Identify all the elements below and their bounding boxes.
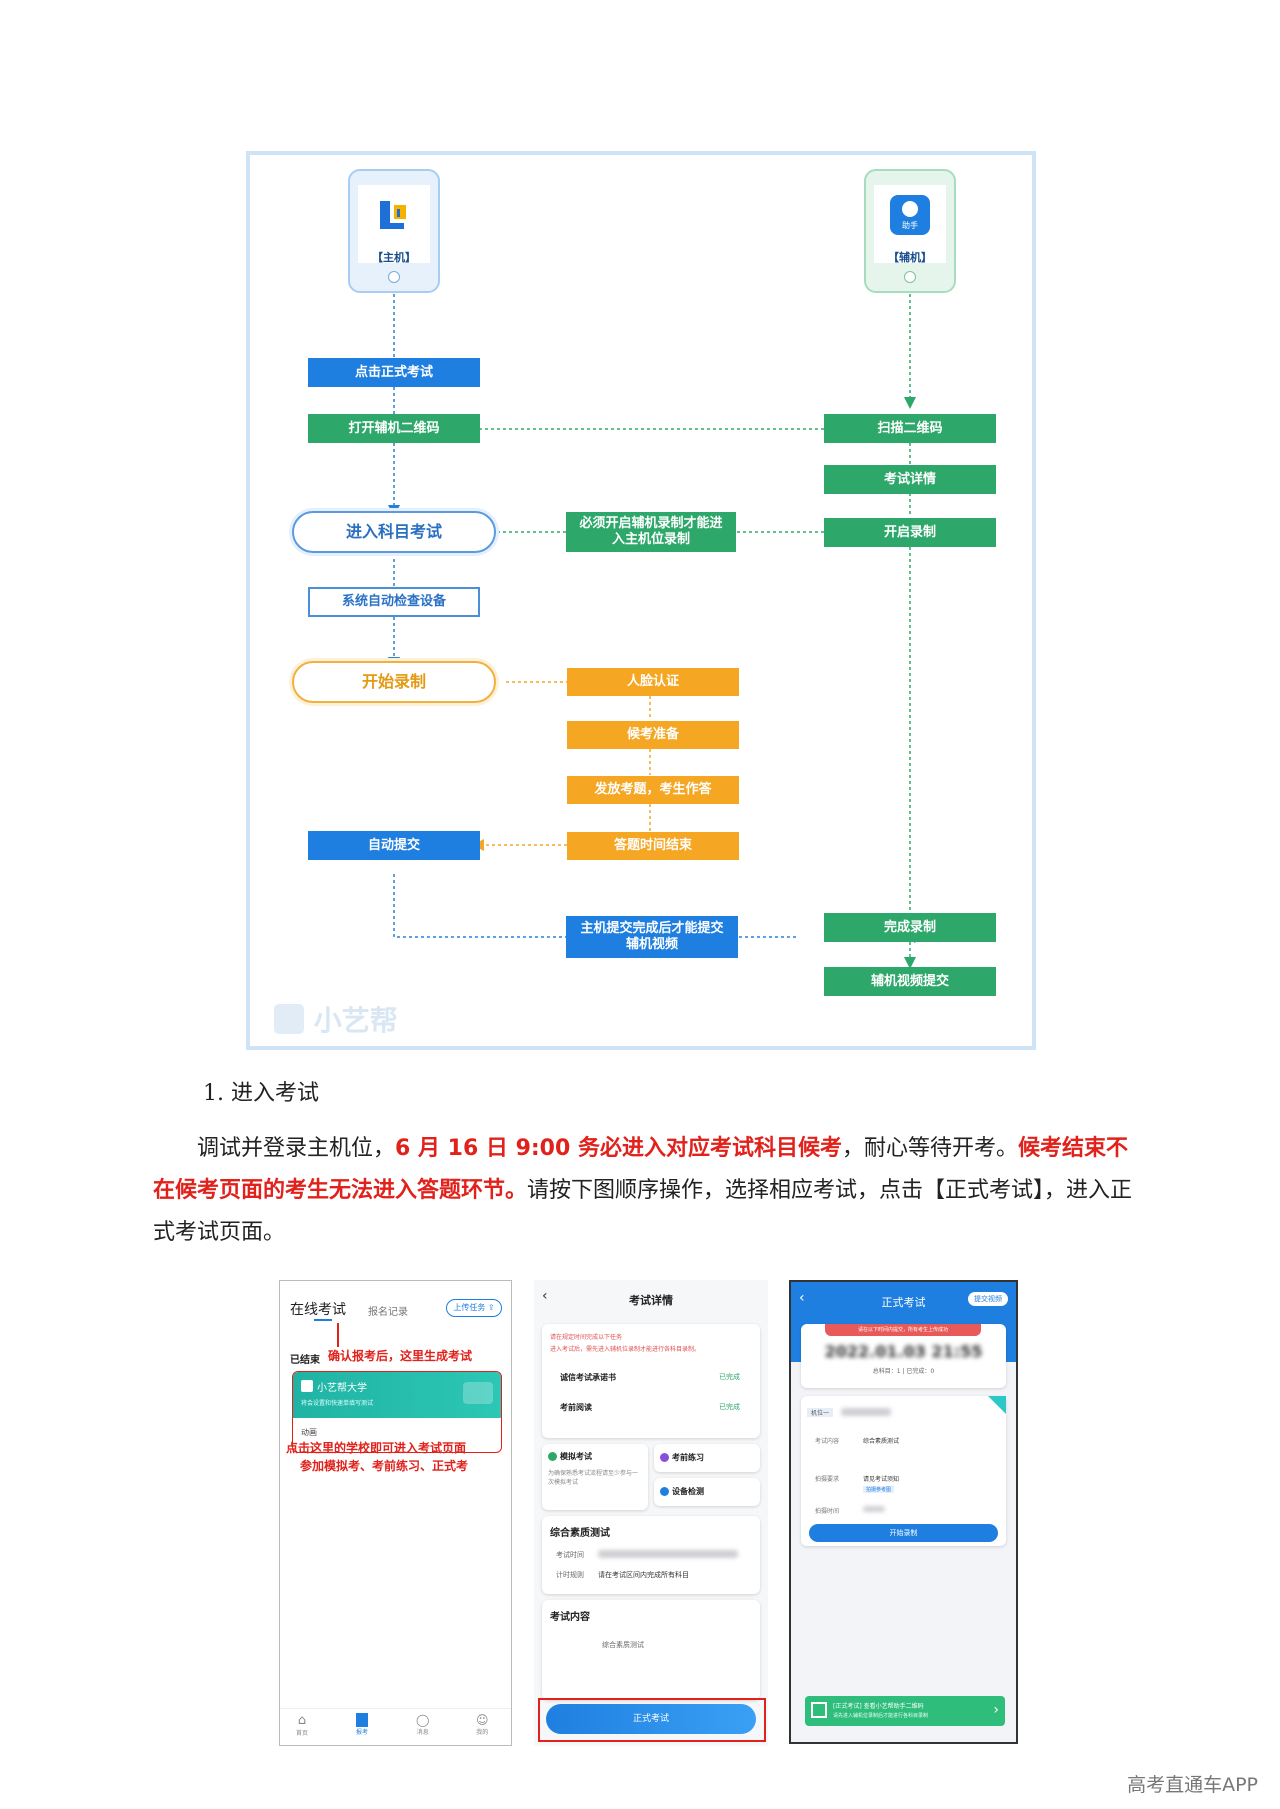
step-scan-qr: 扫描二维码 xyxy=(824,414,996,443)
task-reading[interactable]: 考前阅读 xyxy=(560,1403,592,1412)
watermark-logo: 小艺帮 xyxy=(274,999,398,1039)
annotation-arrow xyxy=(337,1323,339,1347)
school-card[interactable]: 小艺帮大学 将会设置和快速单填写测试 动画 xyxy=(292,1371,502,1453)
nav-mine[interactable]: ☺我的 xyxy=(476,1713,489,1736)
start-recording-button[interactable]: 开始录制 xyxy=(809,1524,998,1542)
note-must-record: 必须开启辅机录制才能进入主机位录制 xyxy=(566,512,736,552)
device-icon xyxy=(660,1487,669,1496)
back-icon[interactable]: ‹ xyxy=(542,1288,548,1304)
step-aux-submit: 辅机视频提交 xyxy=(824,967,996,996)
aux-phone-icon: 助手 【辅机】 xyxy=(864,169,956,293)
profile-icon: ☺ xyxy=(476,1713,489,1727)
task-honesty-status: 已完成 xyxy=(719,1373,740,1381)
formal-title: 正式考试 xyxy=(881,1296,926,1309)
school-name: 小艺帮大学 xyxy=(317,1383,367,1394)
step-time-end: 答题时间结束 xyxy=(567,832,739,860)
host-label: 【主机】 xyxy=(372,251,416,264)
task-reading-status: 已完成 xyxy=(719,1403,740,1411)
step-click-exam: 点击正式考试 xyxy=(308,358,480,387)
xiaoyibang-app-icon xyxy=(374,195,414,235)
mock-exam-card[interactable]: 模拟考试 为确保熟悉考试流程请至少参与一次模拟考试 xyxy=(542,1444,648,1510)
back-icon[interactable]: ‹ xyxy=(799,1290,805,1306)
device-check-card[interactable]: 设备检测 xyxy=(654,1478,760,1506)
task-honesty[interactable]: 诚信考试承诺书 xyxy=(560,1373,616,1382)
school-logo-icon xyxy=(301,1380,313,1392)
step-auto-submit: 自动提交 xyxy=(308,831,480,860)
aux-label: 【辅机】 xyxy=(888,251,932,264)
submit-video-button[interactable]: 提交视频 xyxy=(968,1292,1008,1306)
blurred-deadline: 2022.01.03 21:55 xyxy=(824,1342,983,1361)
annotation-generate-exam: 确认报考后，这里生成考试 xyxy=(328,1349,473,1363)
screenshot-exam-detail: ‹ 考试详情 请在规定时间完成以下任务 进入考试后，需先进入辅机位录制才能进行各… xyxy=(534,1280,768,1746)
corner-badge xyxy=(988,1396,1006,1414)
nav-exam[interactable]: 报考 xyxy=(356,1713,368,1736)
nav-home[interactable]: ⌂首页 xyxy=(296,1713,309,1737)
qr-banner[interactable]: [正式考试] 查看小艺帮助手二维码 请先进入辅机位录制后才能进行各科目录制 › xyxy=(805,1696,1005,1726)
chevron-right-icon: › xyxy=(993,1702,999,1718)
mock-icon xyxy=(548,1452,557,1461)
tab-online-exam[interactable]: 在线考试 xyxy=(290,1302,346,1318)
qr-icon xyxy=(811,1702,827,1718)
step-finish-recording: 完成录制 xyxy=(824,913,996,942)
step-open-recording: 开启录制 xyxy=(824,518,996,547)
bottom-nav: ⌂首页 报考 ◯消息 ☺我的 xyxy=(280,1708,511,1745)
footer-brand: 高考直通车APP xyxy=(1127,1774,1258,1796)
exam-content-card: 考试内容 综合素质测试 xyxy=(542,1600,760,1700)
section-heading: 1. 进入考试 xyxy=(203,1081,319,1106)
step-answer: 发放考题，考生作答 xyxy=(567,776,739,804)
assistant-app-icon: 助手 xyxy=(890,195,930,235)
instruction-paragraph: 调试并登录主机位，6 月 16 日 9:00 务必进入对应考试科目候考，耐心等待… xyxy=(153,1136,1133,1245)
step-exam-detail: 考试详情 xyxy=(824,465,996,494)
watermark-icon xyxy=(274,1004,304,1034)
step-auto-check: 系统自动检查设备 xyxy=(308,587,480,617)
host-phone-icon: 【主机】 xyxy=(348,169,440,293)
exam-icon xyxy=(356,1713,368,1727)
step-enter-subject: 进入科目考试 xyxy=(292,511,496,553)
practice-card[interactable]: 考前练习 xyxy=(654,1444,760,1472)
blurred-exam-time xyxy=(598,1550,738,1558)
note-submit-order: 主机提交完成后才能提交辅机视频 xyxy=(566,916,738,958)
step-open-qr: 打开辅机二维码 xyxy=(308,414,480,443)
reference-image-button[interactable]: 拍摄参考图 xyxy=(863,1486,895,1493)
formal-exam-button[interactable]: 正式考试 xyxy=(546,1704,756,1734)
detail-title: 考试详情 xyxy=(629,1294,673,1307)
annotation-exam-types: 参加模拟考、考前练习、正式考 xyxy=(300,1459,469,1473)
step-start-recording: 开始录制 xyxy=(292,661,496,703)
seat-card: 机位一 考试内容 综合素质测试 拍摄要求 请见考试须知 拍摄参考图 拍摄时间 开… xyxy=(801,1396,1006,1546)
step-face-auth: 人脸认证 xyxy=(567,668,739,696)
play-icon xyxy=(463,1382,493,1404)
annotation-click-school: 点击这里的学校即可进入考试页面 xyxy=(286,1441,467,1455)
practice-icon xyxy=(660,1453,669,1462)
ended-label: 已结束 xyxy=(290,1355,320,1366)
flowchart: 【主机】 助手 【辅机】 点击正式考试 打开辅机二维码 进入科目考试 系统自动检… xyxy=(246,151,1036,1050)
exam-info-card: 综合素质测试 考试时间 计时规则 请在考试区间内完成所有科目 xyxy=(542,1516,760,1594)
step-wait-prep: 候考准备 xyxy=(567,721,739,749)
tab-signup-records[interactable]: 报名记录 xyxy=(368,1307,408,1318)
upload-task-button[interactable]: 上传任务 ⇪ xyxy=(446,1299,502,1317)
screenshot-formal-exam: ‹ 正式考试 提交视频 请在以下时间内提交，所有考生上传成功 2022.01.0… xyxy=(789,1280,1018,1744)
seat-tag: 机位一 xyxy=(807,1408,834,1417)
flowchart-connectors xyxy=(388,276,926,969)
home-icon: ⌂ xyxy=(297,1713,307,1728)
message-icon: ◯ xyxy=(416,1713,430,1727)
nav-messages[interactable]: ◯消息 xyxy=(416,1713,430,1736)
countdown-card: 请在以下时间内提交，所有考生上传成功 2022.01.03 21:55 总科目：… xyxy=(801,1324,1006,1388)
task-card: 请在规定时间完成以下任务 进入考试后，需先进入辅机位录制才能进行各科目录制。 诚… xyxy=(542,1324,760,1438)
upload-icon: ⇪ xyxy=(487,1303,495,1312)
formal-exam-button-highlight xyxy=(538,1698,766,1742)
screenshot-exam-list: 在线考试 报名记录 上传任务 ⇪ 已结束 确认报考后，这里生成考试 小艺帮大学 … xyxy=(279,1280,512,1746)
